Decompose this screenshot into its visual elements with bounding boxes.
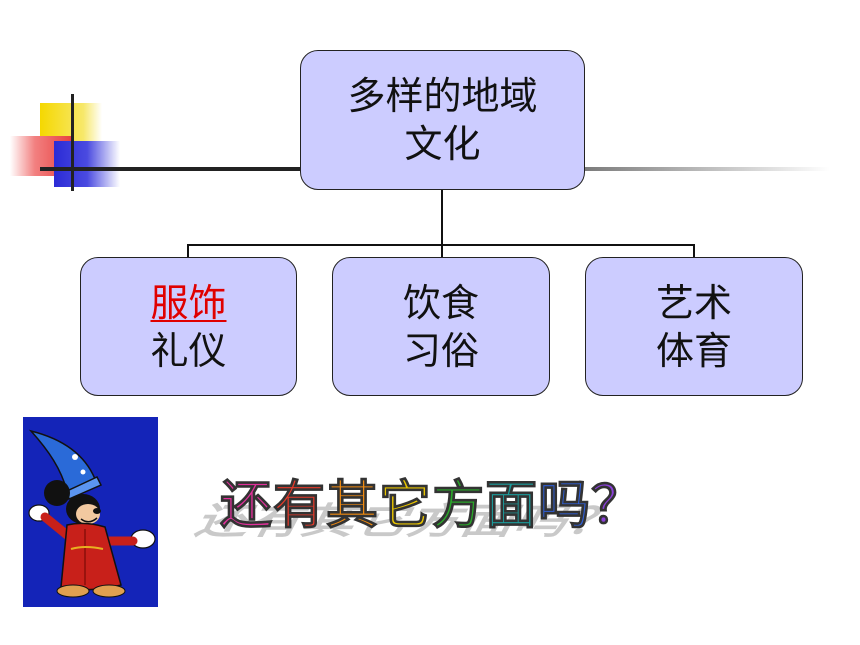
question-char: 其	[326, 476, 380, 537]
child-node-2-line1: 饮食	[402, 280, 479, 325]
root-node: 多样的地域 文化	[300, 50, 585, 190]
root-node-line1: 多样的地域	[347, 74, 538, 118]
question-char: 有	[273, 476, 327, 537]
child-node-food-customs: 饮食 习俗	[332, 257, 550, 396]
question-text: 还有其它方面吗？	[219, 463, 645, 538]
question-char: 方	[432, 476, 486, 537]
question-char: 还	[219, 476, 274, 537]
child-node-3-line2: 体育	[655, 328, 732, 373]
child-node-clothing-etiquette: 服饰 礼仪	[80, 257, 297, 396]
question-char: 面	[485, 476, 539, 537]
connector-drop-2	[441, 244, 443, 258]
root-node-line2: 文化	[404, 122, 481, 166]
child-node-arts-sports: 艺术 体育	[585, 257, 803, 396]
child-node-3-line1: 艺术	[655, 280, 732, 325]
child-node-1-line1[interactable]: 服饰	[150, 280, 227, 325]
decor-blue-square	[54, 141, 120, 187]
question-char: ？	[591, 476, 645, 537]
connector-stem	[441, 190, 443, 245]
question-char: 吗	[538, 476, 592, 537]
child-node-1-line2: 礼仪	[150, 328, 227, 373]
decor-vertical-line	[71, 94, 74, 191]
connector-drop-3	[693, 244, 695, 258]
child-node-2-line2: 习俗	[402, 328, 479, 373]
wizard-mouse-illustration-icon	[28, 429, 156, 598]
wizard-mouse-image	[23, 417, 158, 607]
question-char: 它	[379, 476, 433, 537]
question-wordart: 还有其它方面吗？ 还有其它方面吗？	[180, 455, 644, 545]
connector-drop-1	[187, 244, 189, 258]
